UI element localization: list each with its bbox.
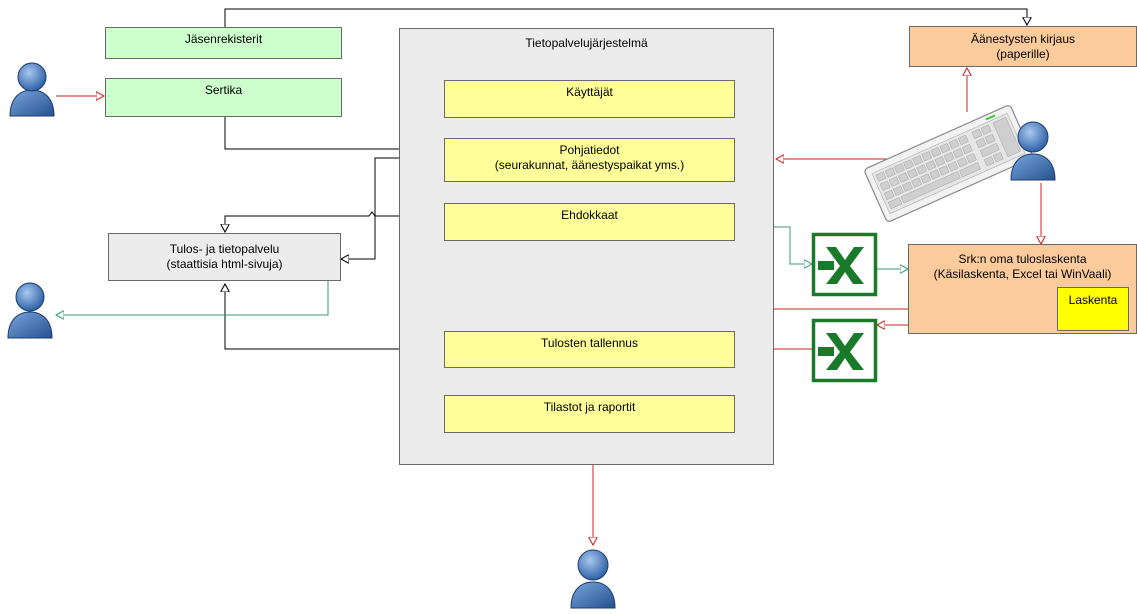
aanestysten-kirjaus-box: Äänestysten kirjaus (paperille) [909, 26, 1137, 67]
module-tulosten-tallennus: Tulosten tallennus [444, 331, 735, 368]
module-kayttajat: Käyttäjät [444, 80, 735, 118]
module-ehdokkaat-label: Ehdokkaat [561, 208, 618, 222]
connector-tulospalvelu-user [56, 280, 329, 315]
tulospalvelu-label: Tulos- ja tietopalvelu [169, 242, 280, 256]
container-title: Tietopalvelujärjestelmä [525, 36, 648, 50]
sertika-box: Sertika [105, 78, 342, 117]
module-pohjatiedot: Pohjatiedot (seurakunnat, äänestyspaikat… [444, 138, 735, 182]
srkn-label: Srk:n oma tuloslaskenta [958, 252, 1087, 266]
aanestysten-sublabel: (paperille) [996, 47, 1050, 61]
sertika-label: Sertika [204, 83, 243, 97]
module-tilastot: Tilastot ja raportit [444, 395, 735, 433]
module-pohjatiedot-sublabel: (seurakunnat, äänestyspaikat yms.) [494, 158, 685, 172]
module-kayttajat-label: Käyttäjät [566, 85, 613, 99]
laskenta-box: Laskenta [1057, 287, 1129, 331]
tulospalvelu-sublabel: (staattisia html-sivuja) [166, 257, 283, 271]
connector-jasenrekisterit-aanestys [224, 8, 1027, 27]
module-tilastot-label: Tilastot ja raportit [543, 400, 636, 414]
module-ehdokkaat: Ehdokkaat [444, 203, 735, 241]
connector-ehdokkaat-tulospalvelu [225, 211, 443, 232]
module-pohjatiedot-label: Pohjatiedot [559, 143, 620, 157]
srkn-sublabel: (Käsilaskenta, Excel tai WinVaali) [933, 267, 1112, 281]
tulospalvelu-box: Tulos- ja tietopalvelu (staattisia html-… [108, 233, 341, 281]
connector-sertika-pohjatiedot [224, 117, 443, 149]
aanestysten-label: Äänestysten kirjaus [970, 32, 1076, 46]
laskenta-label: Laskenta [1068, 293, 1118, 307]
connector-tallennus-tulospalvelu [225, 284, 443, 350]
module-tallennus-label: Tulosten tallennus [541, 336, 638, 350]
jasenrekisterit-label: Jäsenrekisterit [184, 32, 263, 46]
jasenrekisterit-box: Jäsenrekisterit [105, 27, 342, 59]
